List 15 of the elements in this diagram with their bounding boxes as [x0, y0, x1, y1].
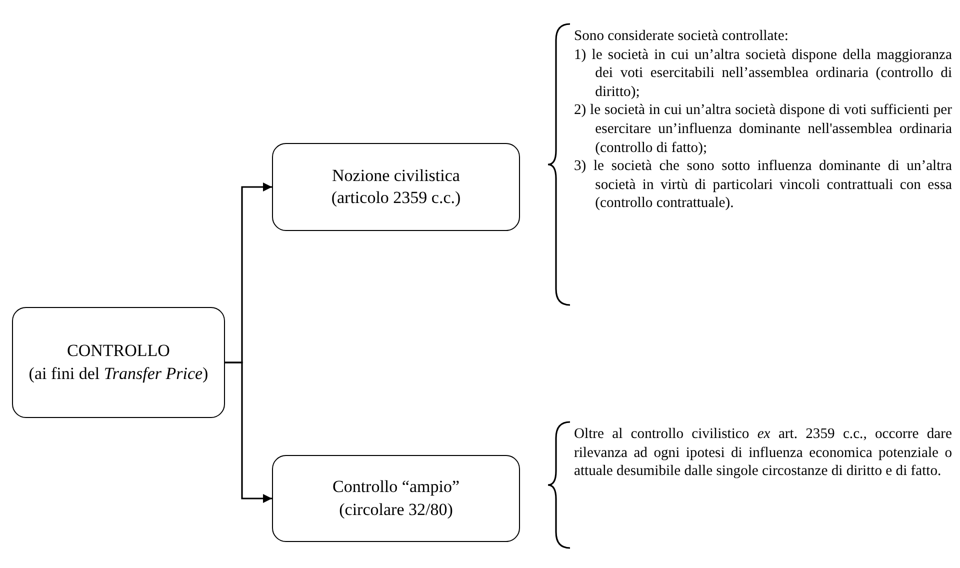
connector-arrow — [225, 362, 272, 503]
rounded-box — [272, 143, 520, 231]
description-text: Sono considerate società controllate: — [574, 27, 790, 46]
node-text: Controllo “ampio” — [332, 476, 460, 498]
description-text: 2) le società in cui un’altra società dispone di voti sufficienti per esercitare un’influenza dominante nell'assemblea ordinaria (controllo di fatto); — [574, 101, 952, 158]
rounded-box — [12, 307, 225, 418]
rounded-box — [272, 455, 520, 542]
node-text: CONTROLLO — [67, 340, 170, 362]
node-text: (articolo 2359 c.c.) — [331, 187, 461, 209]
node-text: (circolare 32/80) — [339, 498, 453, 520]
description-text: 1) le società in cui un’altra società dispone della maggioranza dei voti esercitabili nell’assemblea ordinaria (controllo di diritto); — [574, 46, 952, 102]
description-text: 3) le società che sono sotto influenza dominante di un’altra società in virtù di particolari vincoli contrattuali con essa (controllo contrattuale). — [574, 157, 952, 213]
node-text: Nozione civilistica — [332, 164, 460, 187]
node-text: (ai fini del Transfer Price) — [28, 362, 208, 385]
description-text: Oltre al controllo civilistico ex art. 2359 c.c., occorre dare rilevanza ad ogni ipotesi di influenza economica potenziale o attuale desumibile dalle singole circostanze di diritto e di fatto. — [574, 425, 952, 481]
